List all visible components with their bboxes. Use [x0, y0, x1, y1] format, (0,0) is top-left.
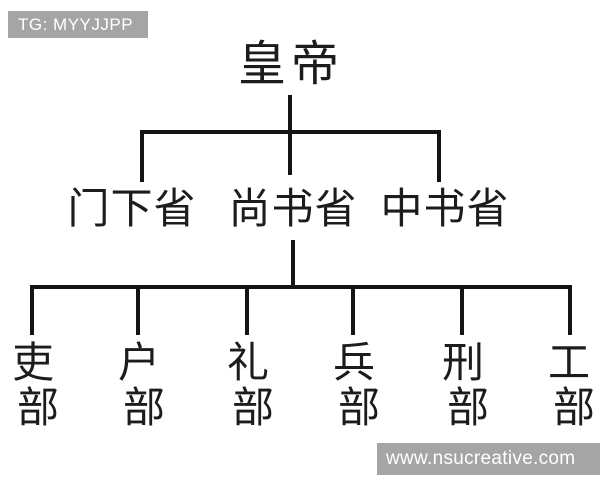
ministry-char-bottom: 部 — [337, 383, 381, 432]
connector-level3-bar — [30, 285, 572, 289]
connector-root-trunk — [288, 95, 292, 175]
node-ministry-works: 工 部 — [547, 338, 595, 430]
ministry-char-bottom: 部 — [446, 383, 490, 432]
ministry-char-top: 工 — [547, 338, 591, 387]
ministry-char-bottom: 部 — [552, 383, 596, 432]
node-ministry-justice: 刑 部 — [441, 338, 489, 430]
connector-ministry-drop-2 — [136, 285, 140, 335]
connector-ministry-drop-4 — [351, 285, 355, 335]
watermark-website-badge: www.nsucreative.com — [377, 443, 600, 475]
ministry-char-bottom: 部 — [122, 383, 166, 432]
connector-level2-bar — [140, 130, 441, 134]
node-zhongshusheng: 中书省 — [380, 184, 510, 233]
ministry-char-top: 礼 — [226, 338, 270, 387]
node-emperor: 皇帝 — [237, 36, 345, 92]
ministry-char-top: 兵 — [332, 338, 376, 387]
ministry-char-bottom: 部 — [231, 383, 275, 432]
connector-ministry-drop-3 — [245, 285, 249, 335]
ministry-char-bottom: 部 — [16, 383, 60, 432]
ministry-char-top: 吏 — [11, 338, 55, 387]
ministry-char-top: 户 — [117, 338, 161, 387]
node-ministry-revenue: 户 部 — [117, 338, 165, 430]
connector-menxia-drop — [140, 130, 144, 182]
watermark-telegram-badge: TG: MYYJJPP — [8, 11, 148, 38]
connector-shangshu-trunk — [291, 240, 295, 289]
node-menxiasheng: 门下省 — [67, 184, 197, 233]
node-ministry-rites: 礼 部 — [226, 338, 274, 430]
connector-zhongshu-drop — [437, 130, 441, 182]
ministry-char-top: 刑 — [441, 338, 485, 387]
connector-ministry-drop-5 — [460, 285, 464, 335]
connector-ministry-drop-6 — [568, 285, 572, 335]
node-shangshusheng: 尚书省 — [228, 184, 358, 233]
node-ministry-war: 兵 部 — [332, 338, 380, 430]
connector-ministry-drop-1 — [30, 285, 34, 335]
node-ministry-personnel: 吏 部 — [11, 338, 59, 430]
